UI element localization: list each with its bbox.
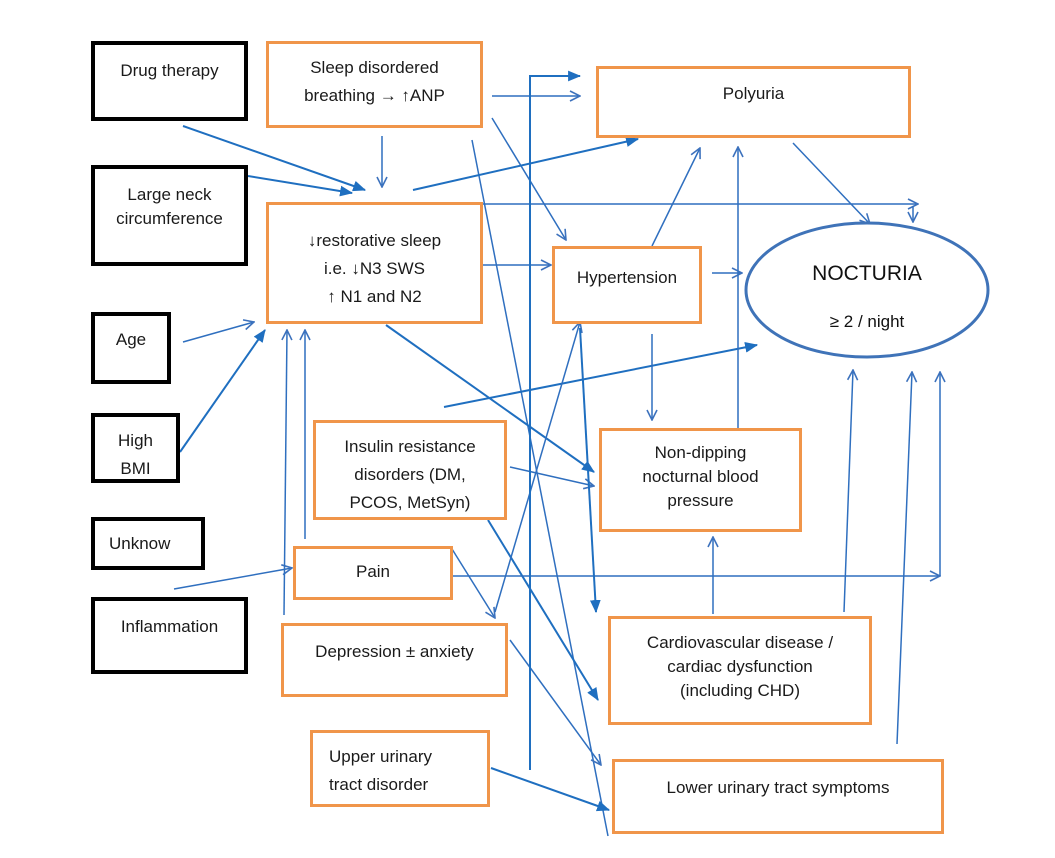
- node-sleep-disordered-breathing: Sleep disordered breathing → ↑ANP: [266, 41, 483, 128]
- nocturia-subtitle: ≥ 2 / night: [830, 312, 905, 331]
- node-label: Depression ± anxiety: [315, 642, 474, 661]
- node-label: Sleep disordered breathing → ↑ANP: [304, 58, 445, 105]
- node-unknow: Unknow: [91, 517, 205, 570]
- node-label: Cardiovascular disease / cardiac dysfunc…: [646, 633, 834, 700]
- arrow-sleep-to-polyuria: [412, 136, 640, 191]
- node-label: Non-dipping nocturnal blood pressure: [642, 443, 759, 510]
- arrow-uutd-to-luts: [490, 767, 611, 812]
- node-upper-urinary-tract: Upper urinary tract disorder: [310, 730, 490, 807]
- arrow-insulin-to-luts: [487, 519, 599, 701]
- node-label: Drug therapy: [120, 61, 219, 80]
- arrow-sdb-to-cvd: [471, 139, 609, 837]
- arrow-uutd-to-polyuria: [529, 70, 582, 770]
- node-label: ↓restorative sleep i.e. ↓N3 SWS ↑ N1 and…: [307, 231, 442, 306]
- arrow-pain-to-depression: [451, 548, 495, 618]
- node-label: Large neck circumference: [116, 185, 223, 228]
- node-label: Inflammation: [120, 617, 219, 636]
- node-label: Upper urinary tract disorder: [329, 747, 432, 794]
- node-restorative-sleep: ↓restorative sleep i.e. ↓N3 SWS ↑ N1 and…: [266, 202, 483, 324]
- arrow-luts-to-nocturia: [896, 372, 912, 745]
- arrow-depression-to-luts: [509, 639, 601, 765]
- arrow-drug-to-sleep: [182, 125, 367, 192]
- arrow-insulin-to-nondipping: [509, 466, 594, 486]
- node-label: Hypertension: [576, 268, 678, 287]
- arrow-bmi-to-sleep: [179, 329, 266, 453]
- node-label: Lower urinary tract symptoms: [666, 778, 890, 797]
- arrow-age-to-sleep: [182, 322, 254, 343]
- node-lower-urinary-tract-symptoms: Lower urinary tract symptoms: [612, 759, 944, 834]
- arrow-polyuria-to-nocturia: [792, 142, 870, 224]
- node-label: Age: [115, 330, 147, 349]
- node-drug-therapy: Drug therapy: [91, 41, 248, 121]
- node-depression-anxiety: Depression ± anxiety: [281, 623, 508, 697]
- node-inflammation: Inflammation: [91, 597, 248, 674]
- arrow-insulin-to-nocturia: [443, 342, 759, 408]
- node-label: Pain: [355, 562, 391, 581]
- arrow-neck-to-sleep: [247, 175, 354, 197]
- node-label: High BMI: [118, 431, 153, 478]
- node-hypertension: Hypertension: [552, 246, 702, 324]
- nocturia-title: NOCTURIA: [812, 262, 922, 285]
- node-high-bmi: High BMI: [91, 413, 180, 483]
- node-pain: Pain: [293, 546, 453, 600]
- arrow-hypertension-to-cvd: [579, 327, 601, 614]
- arrow-hypertension-to-polyuria: [651, 148, 700, 247]
- node-insulin-resistance: Insulin resistance disorders (DM, PCOS, …: [313, 420, 507, 520]
- node-cardiovascular-disease: Cardiovascular disease / cardiac dysfunc…: [608, 616, 872, 725]
- node-label: Unknow: [109, 534, 171, 553]
- arrow-depression-to-hypertension: [494, 322, 580, 613]
- node-polyuria: Polyuria: [596, 66, 911, 138]
- node-non-dipping-bp: Non-dipping nocturnal blood pressure: [599, 428, 802, 532]
- nocturia-ellipse: [744, 221, 990, 359]
- arrow-cvd-to-nocturia: [843, 370, 853, 613]
- arrow-inflammation-to-pain: [173, 568, 292, 590]
- node-label: Polyuria: [722, 84, 785, 103]
- node-label: Insulin resistance disorders (DM, PCOS, …: [344, 437, 476, 512]
- arrow-depression-to-sleep: [284, 330, 287, 616]
- node-age: Age: [91, 312, 171, 384]
- node-large-neck: Large neck circumference: [91, 165, 248, 266]
